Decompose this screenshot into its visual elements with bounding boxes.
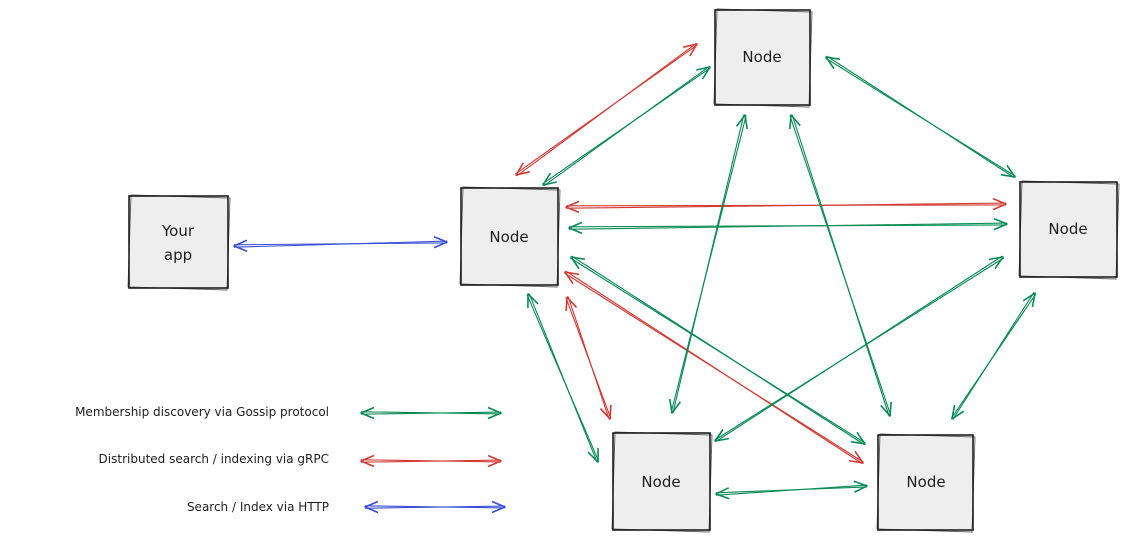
arrow-center-bottomright-gossip (570, 255, 866, 446)
arrow-top-right-gossip (825, 55, 1016, 179)
legend: Membership discovery via Gossip protocol… (75, 405, 329, 514)
node-bottom-left-label: Node (641, 473, 680, 491)
legend-gossip-label: Membership discovery via Gossip protocol (75, 405, 329, 419)
your-app-label-line2: app (164, 246, 192, 264)
arrow-center-top-grpc (514, 42, 698, 177)
legend-http-label: Search / Index via HTTP (187, 500, 329, 514)
arrow-right-bottomright-gossip (950, 292, 1037, 420)
your-app-box: Your app (127, 194, 231, 291)
legend-grpc-arrow (360, 454, 502, 468)
node-center-box: Node (459, 186, 561, 288)
node-bottom-right-label: Node (906, 473, 945, 491)
node-top-label: Node (742, 48, 781, 66)
legend-gossip-arrow (360, 406, 502, 420)
legend-grpc-label: Distributed search / indexing via gRPC (99, 452, 329, 466)
node-bottom-left-box: Node (611, 431, 713, 533)
arrow-center-bottomleft-grpc (565, 296, 612, 420)
arrow-right-bottomleft-gossip (714, 255, 1004, 443)
legend-http-arrow (364, 500, 506, 514)
arrow-center-top-gossip (541, 65, 711, 187)
arrow-app-center-http (233, 236, 448, 252)
arrow-top-bottomright-gossip (789, 114, 892, 417)
your-app-label-line1: Your (161, 222, 195, 240)
node-bottom-right-box: Node (876, 433, 976, 533)
connections (233, 42, 1037, 514)
node-right-box: Node (1018, 180, 1120, 280)
arrow-bottomleft-bottomright-gossip (715, 480, 868, 500)
arrow-center-right-gossip (568, 217, 1008, 235)
arrow-top-bottomleft-gossip (668, 114, 749, 414)
node-right-label: Node (1048, 220, 1087, 238)
arrow-center-right-grpc (565, 197, 1007, 214)
arrow-center-bottomright-grpc (564, 270, 864, 465)
node-top-box: Node (713, 8, 813, 108)
node-center-label: Node (489, 228, 528, 246)
arrow-center-bottomleft-gossip (526, 293, 600, 463)
